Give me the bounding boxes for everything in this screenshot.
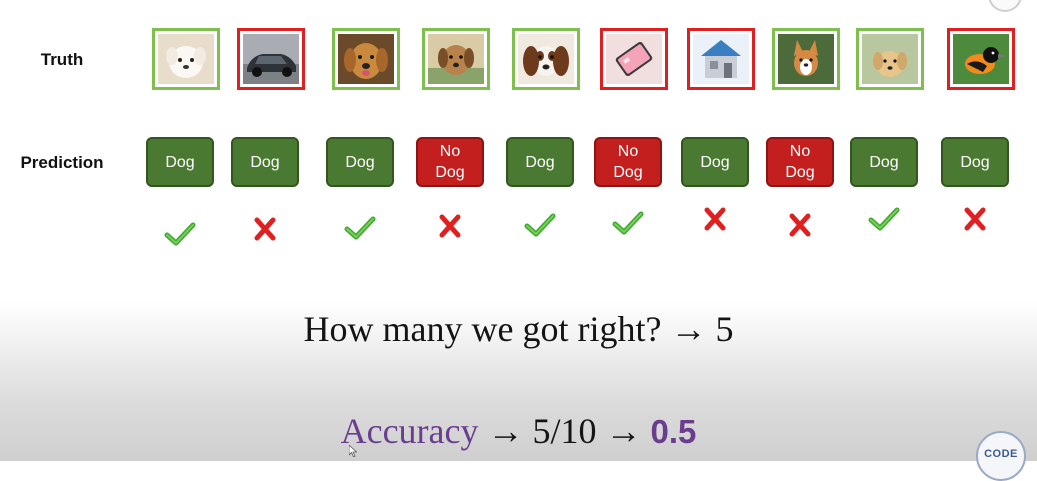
mouse-cursor-icon — [349, 445, 357, 457]
prediction-dog-box: Dog — [941, 137, 1009, 187]
truth-image-white-puppy — [152, 28, 220, 90]
prediction-no-dog-box: No Dog — [416, 137, 484, 187]
question-arrow: → — [670, 309, 707, 349]
truth-image-car — [237, 28, 305, 90]
prediction-dog-box: Dog — [506, 137, 574, 187]
cross-mark-icon — [784, 212, 816, 238]
prediction-label: Prediction — [20, 153, 104, 172]
prediction-dog-box: Dog — [146, 137, 214, 187]
truth-image-smartphone — [600, 28, 668, 90]
truth-image-house — [687, 28, 755, 90]
prediction-no-dog-box: No Dog — [766, 137, 834, 187]
check-mark-icon — [868, 206, 900, 232]
corner-circle-icon — [988, 0, 1022, 12]
accuracy-line: Accuracy → 5/10 → 0.5 — [0, 410, 1037, 452]
accuracy-arrow-1: → — [487, 411, 524, 451]
prediction-dog-box: Dog — [231, 137, 299, 187]
question-text: How many we got right? — [303, 309, 662, 349]
truth-image-spaniel — [512, 28, 580, 90]
check-mark-icon — [612, 210, 644, 236]
truth-label: Truth — [40, 50, 84, 69]
accuracy-fraction: 5/10 — [532, 411, 597, 451]
truth-image-golden-puppy — [856, 28, 924, 90]
prediction-dog-box: Dog — [850, 137, 918, 187]
prediction-no-dog-box: No Dog — [594, 137, 662, 187]
truth-image-corgi — [772, 28, 840, 90]
truth-image-oriole-bird — [947, 28, 1015, 90]
check-mark-icon — [524, 212, 556, 238]
accuracy-word: Accuracy — [340, 411, 479, 451]
cross-mark-icon — [699, 206, 731, 232]
accuracy-value: 0.5 — [650, 413, 697, 450]
check-mark-icon — [164, 221, 196, 247]
cross-mark-icon — [249, 216, 281, 242]
prediction-dog-box: Dog — [681, 137, 749, 187]
truth-image-golden-retriever — [332, 28, 400, 90]
cross-mark-icon — [434, 213, 466, 239]
question-answer: 5 — [715, 309, 734, 349]
cross-mark-icon — [959, 206, 991, 232]
check-mark-icon — [344, 215, 376, 241]
question-line: How many we got right? → 5 — [0, 308, 1037, 350]
accuracy-arrow-2: → — [605, 411, 642, 451]
truth-image-brown-dog — [422, 28, 490, 90]
prediction-dog-box: Dog — [326, 137, 394, 187]
channel-logo: CODE — [976, 431, 1026, 481]
